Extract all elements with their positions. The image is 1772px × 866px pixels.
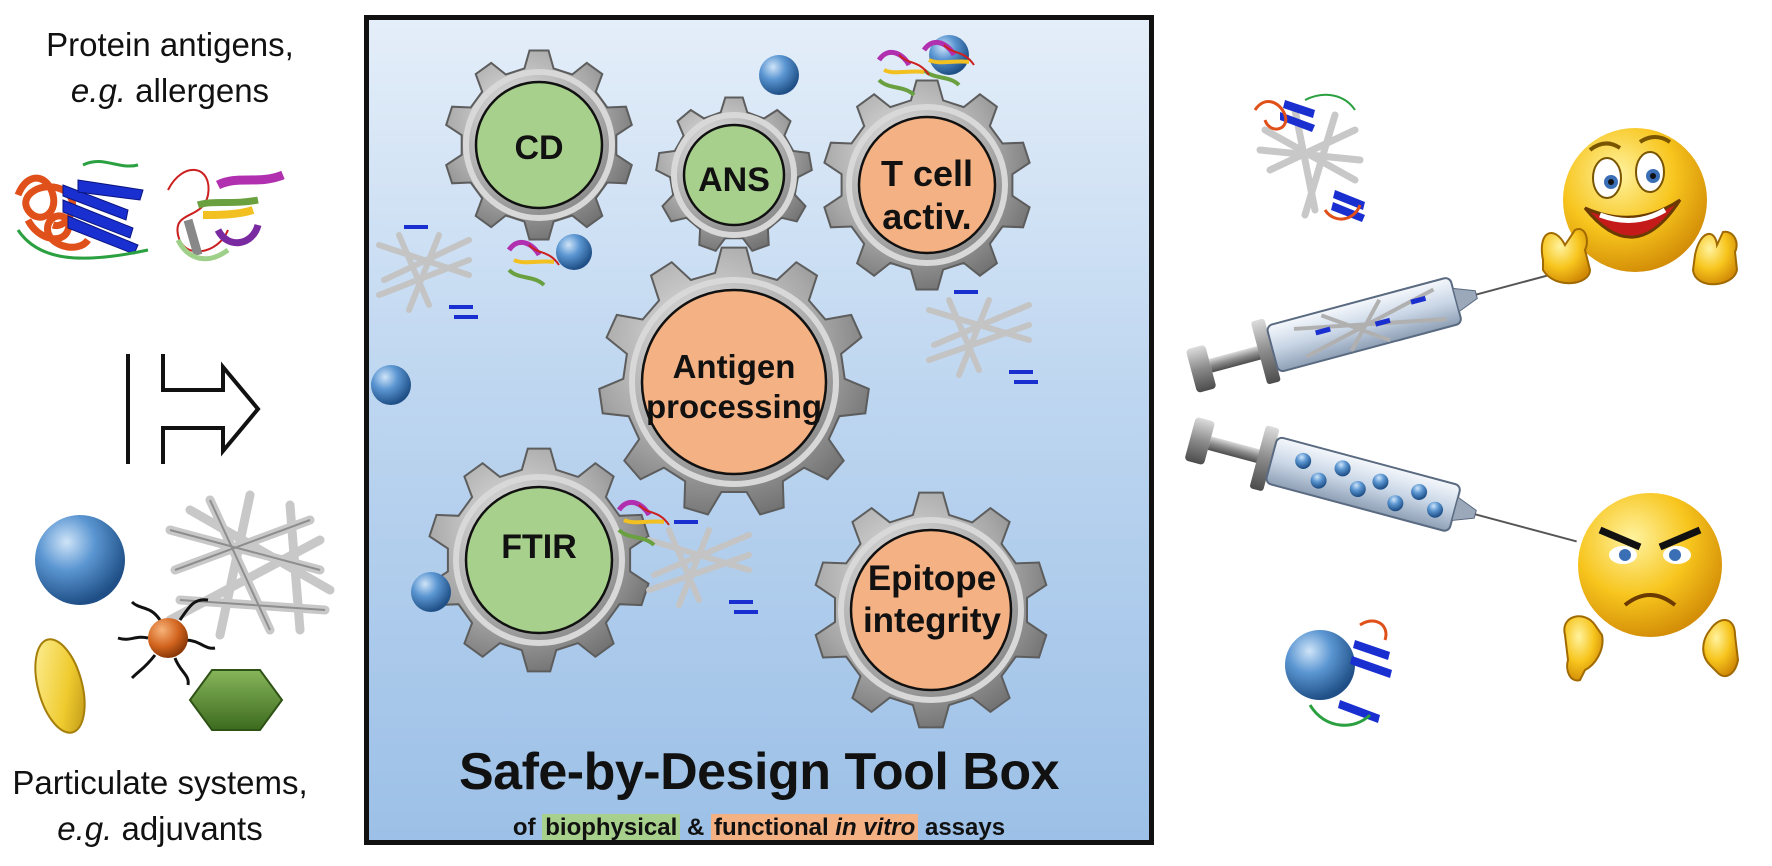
gear-ftir-ring [453, 474, 625, 646]
eg-italic: e.g. [57, 810, 113, 847]
gear-cd [445, 49, 633, 241]
toolbox-subtitle: of biophysical & functional in vitro ass… [369, 814, 1149, 841]
outcomes-illustration [1185, 93, 1740, 727]
nanoparticle-sphere-icon [35, 515, 125, 605]
protein-loop-icon [876, 49, 930, 97]
gear-cd-center [474, 80, 604, 210]
protein-strand-icon [404, 225, 478, 319]
small-sphere-icon [371, 365, 411, 405]
gear-ftir [428, 447, 650, 673]
gear-epitope-ring [838, 517, 1024, 703]
protein-loop-icon [616, 499, 670, 547]
adjuvants-text: adjuvants [112, 810, 263, 847]
gear-antigen-center [640, 288, 828, 476]
subtitle-amp: & [680, 814, 711, 841]
micelle-icon [117, 598, 216, 686]
oval-particle-icon [34, 638, 86, 734]
gear-ans [655, 96, 813, 252]
gear-label-antigen-processing: Antigen processing [624, 347, 844, 426]
gear-ans-center [682, 123, 786, 227]
gear-tcell [823, 79, 1031, 291]
eg-italic: e.g. [70, 72, 126, 109]
antigen-line1: Antigen [672, 348, 796, 385]
small-sphere-icon [411, 572, 451, 612]
particulate-systems-illustration [34, 490, 335, 734]
protein-structure-icon [14, 160, 149, 260]
gear-tcell-center [857, 115, 997, 255]
epitope-line1: Epitope [867, 559, 997, 598]
gear-cd-ring [463, 69, 615, 221]
antigen-line2: processing [645, 387, 823, 425]
tcell-line2: activ. [882, 196, 972, 238]
fibrous-network-icon [165, 490, 335, 640]
protein-antigens-line2: e.g. allergens [0, 68, 340, 114]
gear-tcell-ring [846, 104, 1008, 266]
particulate-systems-label: Particulate systems, e.g. adjuvants [0, 760, 320, 852]
gear-label-ans: ANS [698, 161, 770, 199]
fiber-cluster-icon [926, 297, 1032, 378]
protein-loop-icon [921, 39, 975, 87]
gears-layer [371, 35, 1048, 729]
particulate-systems-line1: Particulate systems, [12, 764, 308, 801]
happy-thumbs-up-emoji-icon [1540, 128, 1739, 286]
small-sphere-icon [556, 234, 592, 270]
fiber-cluster-icon [646, 527, 752, 608]
toolbox-title: Safe-by-Design Tool Box [458, 743, 1060, 801]
syringe-icon-top [1186, 266, 1578, 393]
protein-loop-icon [506, 239, 560, 287]
gear-label-epitope-integrity: Epitope integrity [832, 558, 1032, 642]
gear-ans-ring [671, 112, 797, 238]
protein-loops-icon [167, 169, 285, 262]
gear-ftir-center [464, 485, 614, 635]
allergens-text: allergens [125, 72, 270, 109]
gear-antigen [598, 246, 870, 516]
functional-text: functional [713, 814, 836, 841]
gear-epitope-center [849, 528, 1013, 692]
in-vitro-text: in vitro [835, 814, 916, 841]
safe-by-design-toolbox: CD ANS T cell activ. Antigen processing … [364, 15, 1154, 845]
gear-label-tcell: T cell activ. [847, 152, 1007, 238]
protein-fiber-complex-icon [1253, 93, 1365, 222]
protein-strand-icon [674, 520, 758, 614]
protein-antigens-label: Protein antigens, e.g. allergens [0, 22, 340, 114]
fiber-cluster-icon [376, 232, 472, 313]
sphere-protein-complex-icon [1285, 619, 1392, 727]
gear-label-ftir: FTIR [501, 528, 577, 566]
hexagonal-crystal-icon [188, 669, 284, 731]
functional-highlight: functional in vitro [710, 814, 919, 841]
implies-arrow-icon [126, 354, 261, 464]
gear-epitope [814, 491, 1048, 729]
syringe-icon-bottom [1185, 417, 1577, 543]
subtitle-suffix: assays [918, 814, 1006, 841]
small-sphere-icon [759, 55, 799, 95]
angry-thumbs-down-emoji-icon [1563, 493, 1740, 682]
tcell-line1: T cell [880, 153, 974, 194]
protein-antigens-line1: Protein antigens, [46, 26, 294, 63]
particulate-systems-line2: e.g. adjuvants [0, 806, 320, 852]
gear-antigen-ring [629, 277, 839, 487]
epitope-line2: integrity [862, 601, 1002, 640]
protein-strand-icon [954, 290, 1038, 384]
subtitle-prefix: of [512, 814, 543, 841]
biophysical-highlight: biophysical [542, 814, 681, 840]
gear-label-cd: CD [514, 129, 564, 167]
